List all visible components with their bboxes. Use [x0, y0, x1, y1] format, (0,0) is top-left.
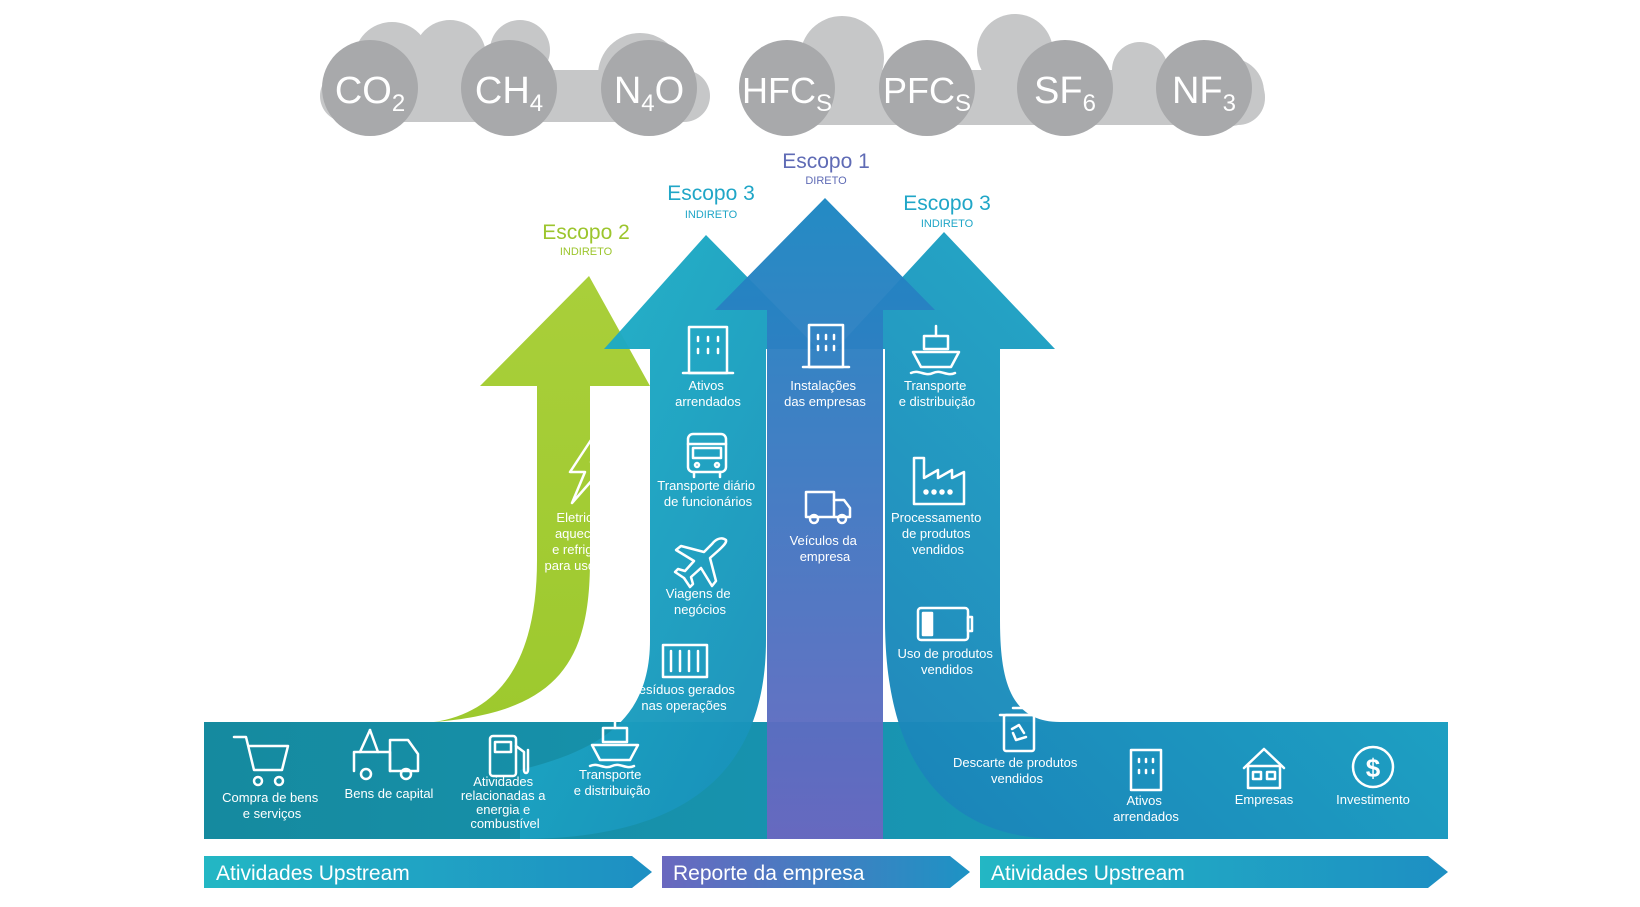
label-transporte-down: Transporte e distribuição: [899, 378, 976, 409]
svg-text:CO2: CO2: [335, 70, 405, 117]
banner-center: Reporte da empresa: [662, 856, 970, 888]
svg-text:NF3: NF3: [1172, 70, 1236, 117]
scope2-arrow: [434, 276, 650, 722]
scope3-left-arrow: [520, 235, 818, 839]
label-descarte: Descarte de produtos vendidos: [953, 755, 1081, 786]
label-compra: Compra de bens e serviços: [222, 790, 322, 821]
building-icon-downstream: [1129, 748, 1163, 792]
label-veiculos: Veículos da empresa: [790, 533, 861, 564]
gas-pfcs: PFCS: [879, 40, 975, 136]
company-building-icon: [801, 323, 851, 369]
svg-text:Atividades Upstream: Atividades Upstream: [216, 862, 410, 885]
svg-text:HFCS: HFCS: [742, 70, 832, 117]
svg-text:Escopo 2: Escopo 2: [542, 221, 630, 244]
dollar-sign: $: [1366, 753, 1381, 783]
svg-text:Escopo 1: Escopo 1: [782, 150, 870, 173]
label-investimento: Investimento: [1336, 792, 1410, 807]
label-viagens: Viagens de negócios: [666, 586, 734, 617]
waste-container-icon: [661, 643, 709, 679]
gas-sf6: SF6: [1017, 40, 1113, 136]
svg-text:Atividades Upstream: Atividades Upstream: [991, 862, 1185, 885]
scope1-label: Escopo 1 DIRETO: [782, 150, 870, 187]
bus-icon: [686, 432, 728, 479]
label-residuos: Resíduos gerados nas operações: [629, 682, 738, 713]
battery-icon: [916, 606, 974, 642]
airplane-icon: [673, 537, 728, 589]
ship-icon-downstream: [909, 324, 961, 376]
label-processamento: Processamento de produtos vendidos: [891, 510, 985, 557]
scope3-left-label: Escopo 3 INDIRETO: [667, 182, 755, 221]
building-icon: [681, 325, 735, 375]
ship-icon: [588, 714, 640, 769]
label-eletricidade: Eletricidade, aquecimento e refrigeração…: [544, 510, 643, 573]
gas-nf3: NF3: [1156, 40, 1252, 136]
scope2-label: Escopo 2 INDIRETO: [542, 221, 630, 258]
label-bens-capital: Bens de capital: [345, 786, 434, 801]
lightning-icon: [568, 435, 610, 505]
label-empresas: Empresas: [1235, 792, 1294, 807]
recycle-bin-icon: [998, 706, 1040, 753]
svg-text:SF6: SF6: [1034, 70, 1096, 117]
house-icon: [1242, 747, 1286, 790]
label-transporte-diario: Transporte diário de funcionários: [657, 478, 758, 509]
svg-text:Reporte da empresa: Reporte da empresa: [673, 862, 865, 885]
svg-text:CH4: CH4: [475, 70, 543, 117]
scope3-right-label: Escopo 3 INDIRETO: [903, 192, 991, 230]
fuel-pump-icon: [488, 734, 530, 778]
dollar-icon: [1351, 745, 1395, 789]
svg-text:INDIRETO: INDIRETO: [685, 209, 738, 221]
svg-text:Escopo 3: Escopo 3: [667, 182, 755, 205]
label-atividades-energia: Atividades relacionadas a energia e comb…: [461, 774, 549, 831]
truck-icon: [804, 490, 852, 525]
shopping-cart-icon: [232, 735, 290, 787]
label-uso-produtos: Uso de produtos vendidos: [897, 646, 996, 677]
gas-n4o: N4O: [601, 40, 697, 136]
factory-icon: [912, 456, 966, 506]
banner-right: Atividades Upstream: [980, 856, 1448, 888]
svg-text:DIRETO: DIRETO: [805, 175, 847, 187]
label-ativos-arrendados-down: Ativos arrendados: [1113, 793, 1179, 824]
scope1-arrow: [715, 198, 935, 839]
label-instalacoes: Instalações das empresas: [784, 378, 866, 409]
label-ativos-arrendados-up: Ativos arrendados: [675, 378, 741, 409]
svg-text:Escopo 3: Escopo 3: [903, 192, 991, 215]
svg-text:INDIRETO: INDIRETO: [921, 218, 974, 230]
gas-co2: CO2: [322, 40, 418, 136]
svg-text:INDIRETO: INDIRETO: [560, 246, 613, 258]
svg-text:N4O: N4O: [614, 70, 684, 117]
scope3-right-arrow: [836, 232, 1448, 839]
label-transporte-up: Transporte e distribuição: [574, 767, 651, 798]
gas-ch4: CH4: [461, 40, 557, 136]
banner-left: Atividades Upstream: [204, 856, 652, 888]
tow-truck-icon: [352, 728, 420, 781]
gas-hfcs: HFCS: [739, 40, 835, 136]
svg-text:PFCS: PFCS: [883, 70, 971, 117]
